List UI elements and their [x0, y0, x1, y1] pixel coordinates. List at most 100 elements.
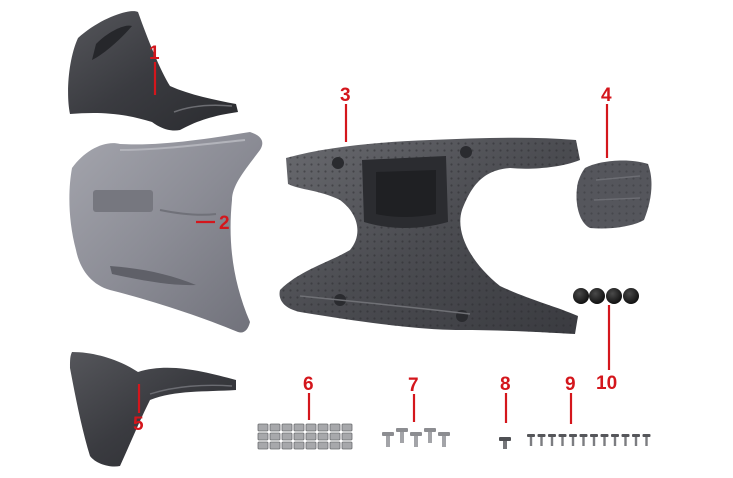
clip-nut-body	[341, 441, 353, 450]
callout-2: 2	[219, 213, 230, 234]
screw	[600, 434, 609, 446]
screw-shank	[529, 437, 533, 446]
flange-bolt	[410, 432, 422, 447]
part-8-screw	[499, 437, 511, 449]
screw-shank	[634, 437, 638, 446]
bolt-head	[424, 428, 436, 432]
clip-nut-body	[305, 432, 317, 441]
clip-nut-body	[257, 441, 269, 450]
bolt-head	[382, 432, 394, 436]
screw-head	[569, 434, 577, 437]
screw-shank	[571, 437, 575, 446]
clip-nut-body	[269, 432, 281, 441]
bolt-head	[438, 432, 450, 436]
callout-8: 8	[500, 374, 511, 395]
screw-head	[590, 434, 598, 437]
clip-nut	[329, 432, 341, 441]
clip-nut	[269, 423, 281, 432]
clip-nut-body	[305, 441, 317, 450]
clip-nut-body	[293, 432, 305, 441]
callout-7: 7	[408, 375, 419, 396]
callout-3: 3	[340, 85, 351, 106]
screw	[527, 434, 535, 446]
screw	[590, 434, 598, 446]
screw-shank	[550, 437, 554, 446]
clip-nut-body	[341, 432, 353, 441]
screw-shank	[645, 437, 648, 446]
part-5-front-lower-fairing	[70, 352, 236, 467]
clip-nut	[317, 423, 329, 432]
clip-nut-body	[257, 432, 269, 441]
screw	[632, 434, 640, 446]
flange-bolt	[424, 428, 436, 443]
clip-nut	[293, 423, 305, 432]
clip-nut-body	[329, 423, 341, 432]
callout-6: 6	[303, 374, 314, 395]
part-1-front-upper-fairing	[68, 11, 238, 131]
screw-shank	[592, 437, 596, 446]
clip-nut	[281, 441, 293, 450]
clip-nut	[317, 441, 329, 450]
bolt-shank	[386, 436, 390, 447]
clip-nut	[305, 441, 317, 450]
bolt-head	[410, 432, 422, 436]
part-6-clip-nuts	[257, 423, 353, 450]
bolt-shank	[414, 436, 418, 447]
clip-nut	[269, 441, 281, 450]
screw-head	[632, 434, 640, 437]
screw-head	[600, 434, 609, 437]
clip-nut-body	[305, 423, 317, 432]
flange-bolt	[396, 428, 408, 443]
bolt-head	[396, 428, 408, 432]
callout-1: 1	[149, 43, 160, 64]
flange-bolt	[382, 432, 394, 447]
bolt-shank	[400, 432, 404, 443]
screw-shank	[582, 437, 585, 446]
clip-nut-body	[329, 432, 341, 441]
screw-shank	[624, 437, 627, 446]
clip-nut	[281, 432, 293, 441]
screw	[642, 434, 651, 446]
screw-shank	[603, 437, 606, 446]
part-4-access-cover	[576, 160, 652, 229]
callout-4: 4	[601, 85, 612, 106]
clip-nut	[317, 432, 329, 441]
screw	[579, 434, 588, 446]
clip-nut	[257, 432, 269, 441]
screw-head	[621, 434, 630, 437]
part-10-rubber-plugs	[573, 288, 639, 304]
part-3-floor-panel	[279, 137, 580, 334]
clip-nut-body	[317, 423, 329, 432]
screw-head	[579, 434, 588, 437]
screw-head	[642, 434, 651, 437]
clip-nut	[329, 423, 341, 432]
part-2-front-inner-cover	[69, 132, 263, 333]
clip-nut-body	[257, 423, 269, 432]
clip-nut-body	[281, 441, 293, 450]
clip-nut-body	[293, 423, 305, 432]
clip-nut	[305, 423, 317, 432]
screw-head	[611, 434, 619, 437]
clip-nut-body	[317, 432, 329, 441]
screw-head	[558, 434, 567, 437]
callout-9: 9	[565, 374, 576, 395]
screw	[558, 434, 567, 446]
clip-nut	[293, 441, 305, 450]
screw-head	[548, 434, 556, 437]
flange-bolt	[438, 432, 450, 447]
clip-nut-body	[269, 441, 281, 450]
screw	[548, 434, 556, 446]
screw-head	[527, 434, 535, 437]
clip-nut	[257, 423, 269, 432]
clip-nut	[329, 441, 341, 450]
bolt-shank	[442, 436, 446, 447]
clip-nut	[281, 423, 293, 432]
bolt-shank	[428, 432, 432, 443]
clip-nut-body	[341, 423, 353, 432]
screw-shank	[613, 437, 617, 446]
clip-nut	[305, 432, 317, 441]
screw-head	[537, 434, 546, 437]
clip-nut	[257, 441, 269, 450]
part-9-screws	[527, 434, 651, 446]
